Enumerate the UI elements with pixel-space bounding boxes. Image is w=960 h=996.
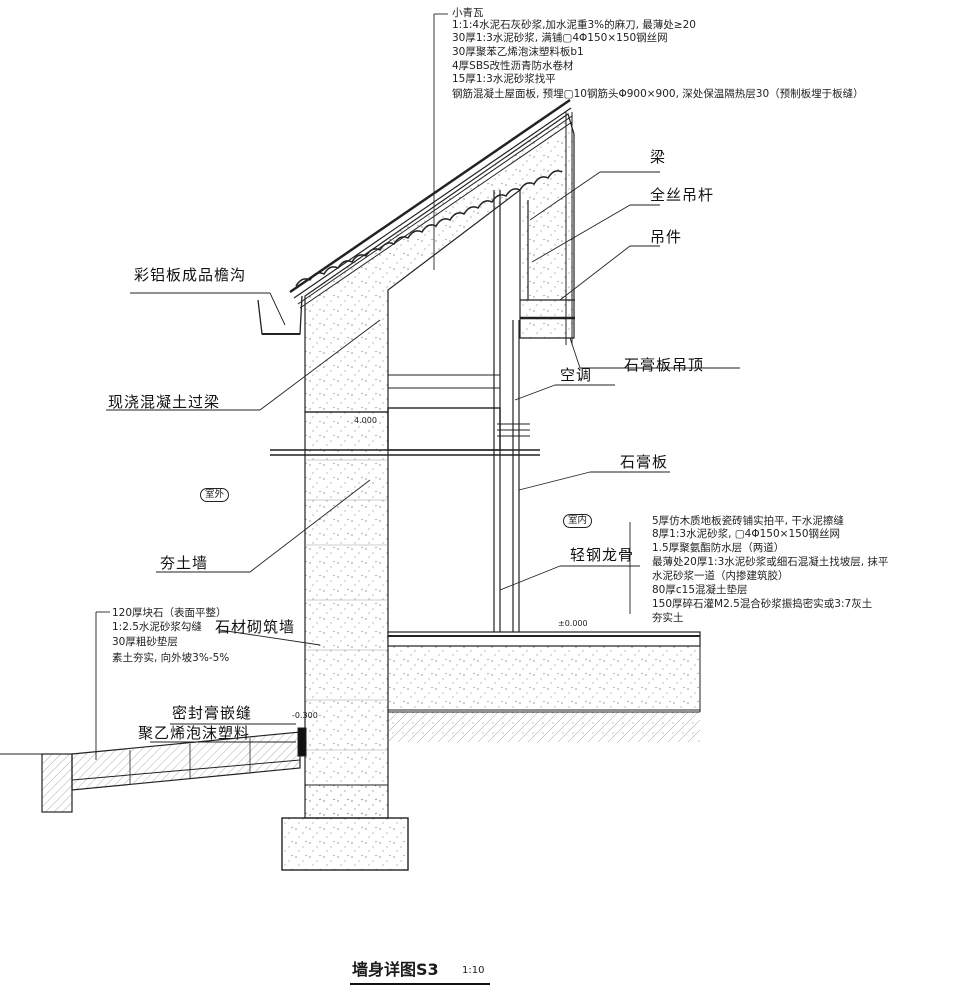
- label-masonry-wall: 石材砌筑墙: [215, 618, 296, 636]
- floor-layer-4: 最薄处20厚1:3水泥砂浆或细石混凝土找坡层, 抹平: [652, 556, 889, 568]
- drawing-title: 墙身详图S3: [352, 960, 439, 979]
- elevation-sill: 4.000: [354, 416, 377, 425]
- floor-layer-6: 80厚c15混凝土垫层: [652, 584, 748, 596]
- steel-keel-column: [493, 190, 575, 632]
- label-foam: 聚乙烯泡沫塑料: [138, 724, 251, 742]
- floor-layer-8: 夯实土: [652, 612, 684, 624]
- label-gypsum: 石膏板: [620, 453, 669, 471]
- label-beam: 梁: [650, 148, 667, 166]
- tag-indoor: 室内: [563, 514, 593, 528]
- paving-layer-3: 30厚粗砂垫层: [112, 636, 178, 648]
- label-steel-keel: 轻钢龙骨: [570, 546, 635, 564]
- leader-lines: [95, 13, 740, 760]
- floor-layer-1: 5厚仿木质地板瓷砖铺实拍平, 干水泥擦缝: [652, 515, 844, 527]
- footing: [281, 784, 409, 871]
- label-hanger-rod: 全丝吊杆: [650, 186, 715, 204]
- label-lintel: 现浇混凝土过梁: [108, 393, 221, 411]
- label-hanger: 吊件: [650, 228, 683, 246]
- paving-layer-1: 120厚块石（表面平整）: [112, 607, 227, 619]
- rammed-earth-wall: [304, 411, 389, 819]
- paving-layer-2: 1:2.5水泥砂浆勾缝: [112, 621, 202, 633]
- drawing-scale: 1:10: [462, 965, 485, 976]
- roof-layer-6: 15厚1:3水泥砂浆找平: [452, 73, 556, 85]
- elevation-outdoor: -0.300: [292, 711, 318, 720]
- roof-layer-5: 4厚SBS改性沥青防水卷材: [452, 60, 574, 72]
- roof-layer-2: 1:1:4水泥石灰砂浆,加水泥重3%的麻刀, 最薄处≥20: [452, 19, 696, 31]
- elevation-floor: ±0.000: [558, 619, 588, 628]
- label-rammed-wall: 夯土墙: [160, 554, 209, 572]
- floor-layer-3: 1.5厚聚氨酯防水层（两道）: [652, 542, 785, 554]
- floor-slab: [387, 631, 701, 742]
- label-sealant: 密封膏嵌缝: [172, 704, 253, 722]
- paving-layer-4: 素土夯实, 向外坡3%-5%: [112, 652, 230, 664]
- outdoor-paving: [0, 727, 307, 813]
- label-gutter: 彩铝板成品檐沟: [134, 266, 247, 284]
- roof-layer-1: 小青瓦: [452, 7, 484, 19]
- roof-layer-3: 30厚1:3水泥砂浆, 满铺▢4Φ150×150钢丝网: [452, 32, 668, 44]
- floor-layer-5: 水泥砂浆一道（内掺建筑胶）: [652, 570, 789, 582]
- gutter: [257, 295, 303, 335]
- roof-layer-7: 钢筋混凝土屋面板, 预埋▢10钢筋头Φ900×900, 深处保温隔热层30（预制…: [452, 88, 864, 100]
- floor-layer-7: 150厚碎石灌M2.5混合砂浆振捣密实或3:7灰土: [652, 598, 873, 610]
- tag-outdoor: 室外: [200, 488, 230, 502]
- roof-layer-4: 30厚聚苯乙烯泡沫塑料板b1: [452, 46, 584, 58]
- label-ceiling: 石膏板吊顶: [624, 356, 705, 374]
- roof: [289, 98, 575, 413]
- floor-layer-2: 8厚1:3水泥砂浆, ▢4Φ150×150钢丝网: [652, 528, 840, 540]
- title-underline: [350, 983, 490, 985]
- label-ac: 空调: [560, 366, 593, 384]
